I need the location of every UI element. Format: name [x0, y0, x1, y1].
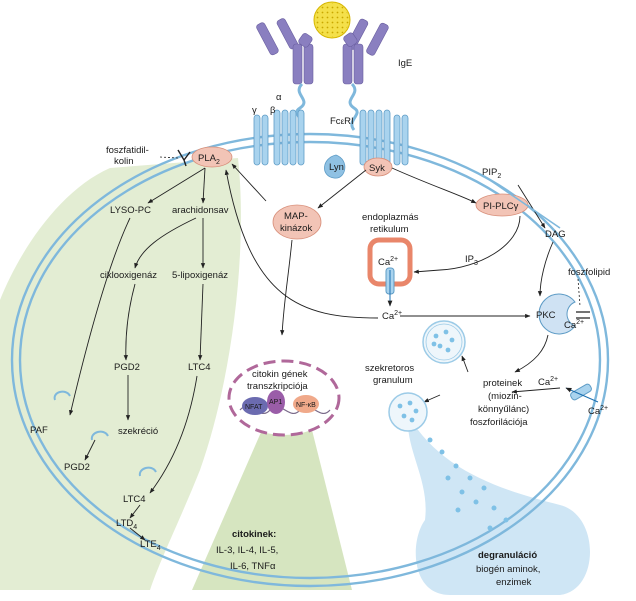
cytokines-line-2: IL-6, TNFα	[230, 561, 276, 572]
ltc4-label: LTC4	[188, 362, 211, 373]
secretion-label: szekréció	[118, 426, 158, 437]
degranulation-line-2: enzimek	[496, 577, 532, 588]
alpha-label: α	[276, 92, 282, 103]
gamma-label: γ	[252, 105, 257, 116]
pkc-calcium-label: Ca2+	[564, 319, 584, 331]
phospholipid-pkc-icon	[576, 311, 590, 319]
lipoxygenase-label: 5-lipoxigenáz	[172, 270, 228, 281]
nucleus-label-2: transzkripciója	[247, 381, 308, 392]
ltd4-label: LTD4	[116, 518, 137, 531]
nfkb-factor	[293, 395, 319, 413]
phosphatidylcholine-label-1: foszfatidil-	[106, 145, 149, 156]
calcium-influx-label: Ca2+	[538, 376, 558, 388]
beta-label: β	[270, 105, 276, 116]
pgd2-out-label: PGD2	[64, 462, 90, 473]
calcium-extracellular-label: Ca2+	[588, 405, 608, 417]
released-granules	[427, 437, 509, 531]
map-kinases	[272, 204, 322, 240]
cytokines-title: citokinek:	[232, 529, 276, 540]
nfat-factor	[242, 397, 268, 415]
phospholipid-label: foszfolipid	[568, 267, 610, 278]
degranulation-line-1: biogén aminok,	[476, 564, 540, 575]
pla2-label: PLA2	[198, 153, 220, 166]
cyclooxygenase-label: ciklooxigenáz	[100, 270, 157, 281]
fceri-tm-right	[359, 109, 409, 166]
phospholipid-scissor-icon	[177, 149, 191, 167]
er-label-2: retikulum	[370, 224, 409, 235]
pi-plc-enzyme	[475, 193, 529, 217]
paf-label: PAF	[30, 425, 48, 436]
proteins-label-4: foszforilációja	[470, 417, 528, 428]
granule-label-2: granulum	[373, 375, 413, 386]
ap1-label: AP1	[269, 399, 282, 406]
ltc4-out-label: LTC4	[123, 494, 146, 505]
signal-arrows	[224, 163, 561, 403]
fceri-tm-left	[253, 109, 305, 166]
ip3-label: IP3	[465, 254, 478, 267]
pkc-label: PKC	[536, 310, 556, 321]
fceri-label: FcεRI	[330, 116, 354, 127]
proteins-label-2: (miozin-	[488, 391, 522, 402]
syk-kinase	[363, 157, 393, 177]
phosphatidylcholine-label-2: kolin	[114, 156, 134, 167]
pip2-label: PIP2	[482, 167, 501, 180]
nfat-label: NFAT	[245, 404, 263, 411]
exocytosis-vesicles	[53, 390, 157, 477]
degranulation-title: degranuláció	[478, 550, 537, 561]
ige-antibody-left	[256, 18, 314, 85]
ige-antibody-right	[342, 18, 389, 85]
lyso-pc-label: LYSO-PC	[110, 205, 151, 216]
cytosolic-calcium-label: Ca2+	[382, 310, 402, 322]
ige-label: IgE	[398, 58, 412, 69]
cell-membrane-inner	[18, 140, 602, 580]
lipid-pathway-arrows	[69, 167, 206, 541]
lte4-label: LTE4	[140, 539, 161, 552]
lyn-label: Lyn	[329, 162, 344, 173]
er-label-1: endoplazmás	[362, 212, 419, 223]
lyn-kinase	[324, 154, 346, 179]
cytokine-region	[192, 430, 352, 590]
ap1-factor	[267, 390, 285, 414]
fceri-alpha-right	[348, 82, 359, 131]
nucleus-label-1: citokin gének	[252, 369, 308, 380]
cell-membrane	[10, 132, 610, 588]
secretory-granule-bottom	[388, 392, 428, 432]
syk-label: Syk	[369, 163, 385, 174]
pla2-enzyme	[191, 146, 233, 168]
granule-label-1: szekretoros	[365, 363, 414, 374]
proteins-label-3: könnyűlánc)	[478, 404, 529, 415]
secretory-granule-top	[422, 320, 466, 364]
proteins-label-1: proteinek	[483, 378, 522, 389]
dag-label: DAG	[545, 229, 566, 240]
arachidonic-acid-label: arachidonsav	[172, 205, 229, 216]
pi-plc-label: PI-PLCγ	[483, 201, 519, 212]
nfkb-label: NF-κB	[296, 402, 316, 409]
cytokines-line-1: IL-3, IL-4, IL-5,	[216, 545, 278, 556]
pkc-enzyme	[538, 293, 576, 335]
map-label-2: kinázok	[280, 223, 312, 234]
pgd2-label: PGD2	[114, 362, 140, 373]
map-label-1: MAP-	[284, 211, 308, 222]
er-calcium-label: Ca2+	[378, 256, 398, 268]
